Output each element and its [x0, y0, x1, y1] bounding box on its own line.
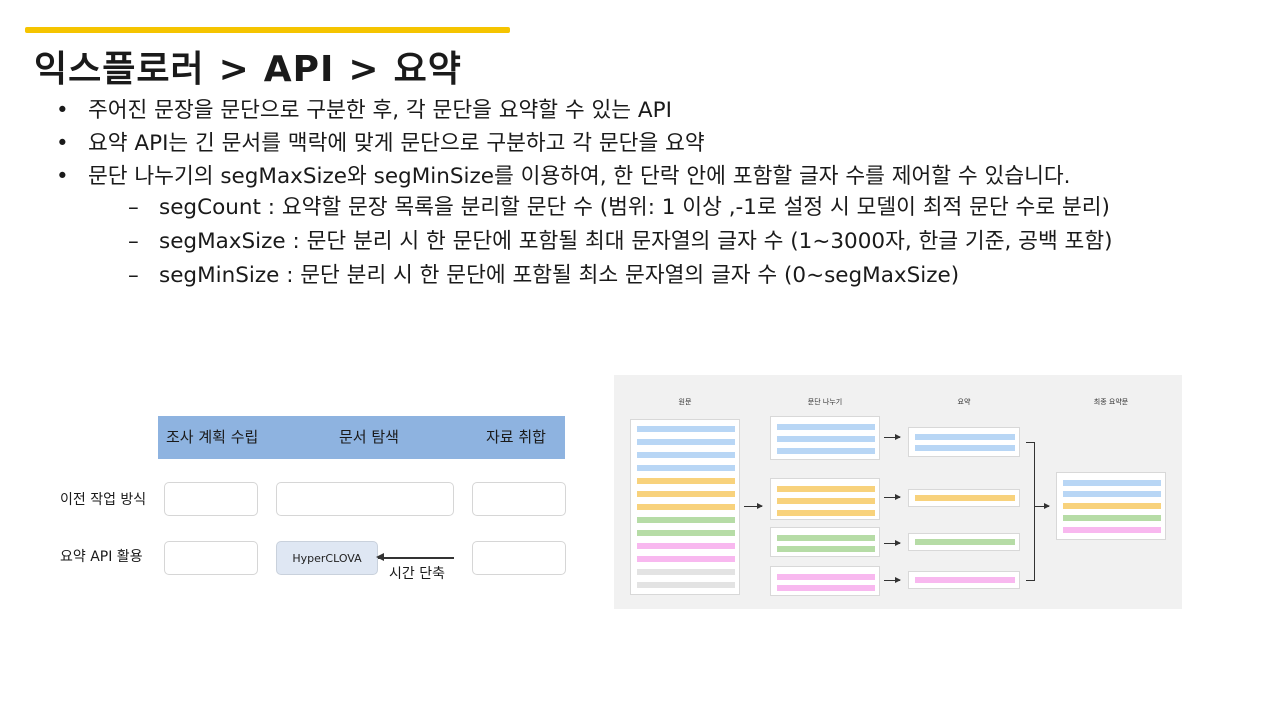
text-line — [637, 543, 735, 549]
sub-bullet-item: segCount : 요약할 문장 목록을 분리할 문단 수 (범위: 1 이상… — [88, 193, 1209, 222]
flow-label-segment: 문단 나누기 — [807, 398, 843, 406]
step-box — [164, 482, 258, 516]
summary-card — [908, 489, 1020, 507]
sub-bullet-item: segMinSize : 문단 분리 시 한 문단에 포함될 최소 문자열의 글… — [88, 261, 1209, 290]
segment-card — [770, 566, 880, 596]
title-accent-bar — [25, 27, 510, 33]
text-line — [777, 546, 875, 552]
breadcrumb-summary: 요약 — [393, 49, 462, 90]
merge-line — [1034, 442, 1035, 581]
flow-label-original: 원문 — [678, 398, 692, 406]
page-title: 익스플로러 > API > 요약 — [34, 40, 462, 92]
text-line — [777, 498, 875, 504]
step-box — [472, 482, 566, 516]
text-line — [777, 448, 875, 454]
flow-arrow-icon — [884, 540, 901, 546]
text-line — [637, 439, 735, 445]
flow-arrow-icon — [884, 577, 901, 583]
text-line — [915, 539, 1015, 545]
text-line — [637, 517, 735, 523]
flow-label-final: 최종 요약문 — [1093, 398, 1129, 406]
step-box — [276, 482, 454, 516]
text-line — [637, 465, 735, 471]
breadcrumb-explorer: 익스플로러 — [34, 49, 205, 90]
bullet-text: 문단 나누기의 segMaxSize와 segMinSize를 이용하여, 한 … — [88, 164, 1071, 189]
row-label-previous: 이전 작업 방식 — [60, 492, 147, 508]
sub-bullet-list: segCount : 요약할 문장 목록을 분리할 문단 수 (범위: 1 이상… — [88, 193, 1206, 290]
breadcrumb-api: API — [263, 49, 335, 90]
text-line — [777, 585, 875, 591]
summary-card — [908, 571, 1020, 589]
time-saving-arrow — [378, 557, 454, 559]
text-line — [915, 445, 1015, 451]
text-line — [1063, 491, 1161, 497]
merge-line — [1026, 442, 1034, 443]
text-line — [637, 556, 735, 562]
summary-card — [908, 427, 1020, 457]
breadcrumb-separator: > — [218, 49, 250, 90]
text-line — [777, 486, 875, 492]
flow-arrow-icon — [884, 434, 901, 440]
text-line — [637, 569, 735, 575]
segment-card — [770, 416, 880, 460]
text-line — [1063, 503, 1161, 509]
header-data-collection: 자료 취합 — [486, 428, 546, 446]
text-line — [1063, 480, 1161, 486]
flow-arrow-icon — [744, 503, 763, 509]
text-line — [1063, 515, 1161, 521]
text-line — [915, 495, 1015, 501]
bullet-item: 문단 나누기의 segMaxSize와 segMinSize를 이용하여, 한 … — [56, 160, 1206, 290]
step-box — [164, 541, 258, 575]
text-line — [637, 426, 735, 432]
time-saving-label: 시간 단축 — [389, 566, 445, 582]
text-line — [1063, 527, 1161, 533]
row-label-summary-api: 요약 API 활용 — [60, 549, 143, 565]
summary-card — [908, 533, 1020, 551]
workflow-header-band — [158, 416, 565, 459]
text-line — [637, 530, 735, 536]
text-line — [777, 574, 875, 580]
header-document-search: 문서 탐색 — [339, 428, 399, 446]
segment-card — [770, 478, 880, 520]
flow-arrow-icon — [1035, 503, 1050, 509]
text-line — [637, 504, 735, 510]
flow-arrow-icon — [884, 494, 901, 500]
text-line — [915, 577, 1015, 583]
segment-card — [770, 527, 880, 557]
original-document-card — [630, 419, 740, 595]
breadcrumb-separator: > — [348, 49, 380, 90]
bullet-item: 요약 API는 긴 문서를 맥락에 맞게 문단으로 구분하고 각 문단을 요약 — [56, 127, 1206, 160]
text-line — [915, 434, 1015, 440]
text-line — [777, 510, 875, 516]
text-line — [777, 535, 875, 541]
header-research-plan: 조사 계획 수립 — [166, 428, 259, 446]
flow-label-summary: 요약 — [957, 398, 971, 406]
sub-bullet-item: segMaxSize : 문단 분리 시 한 문단에 포함될 최대 문자열의 글… — [88, 227, 1209, 256]
final-summary-card — [1056, 472, 1166, 540]
text-line — [777, 424, 875, 430]
merge-line — [1026, 580, 1034, 581]
bullet-list: 주어진 문장을 문단으로 구분한 후, 각 문단을 요약할 수 있는 API 요… — [56, 94, 1206, 295]
bullet-item: 주어진 문장을 문단으로 구분한 후, 각 문단을 요약할 수 있는 API — [56, 94, 1206, 127]
summary-flow-diagram: 원문 문단 나누기 요약 최종 요약문 — [614, 375, 1182, 609]
text-line — [637, 478, 735, 484]
text-line — [777, 436, 875, 442]
text-line — [637, 582, 735, 588]
arrow-head-icon — [376, 553, 384, 561]
hyperclova-box: HyperCLOVA — [276, 541, 378, 575]
text-line — [637, 452, 735, 458]
step-box — [472, 541, 566, 575]
text-line — [637, 491, 735, 497]
